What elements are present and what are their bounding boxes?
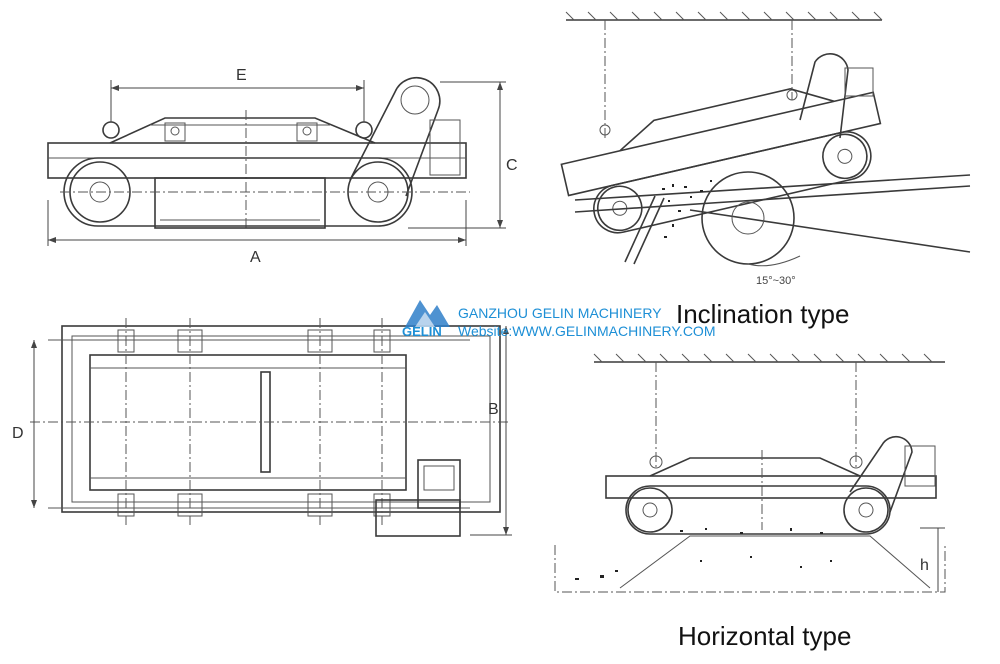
inclination-type-title: Inclination type [676,299,849,329]
dim-c-label: C [506,157,518,174]
company-name-watermark: GANZHOU GELIN MACHINERY [458,305,662,321]
angle-range-label: 15°~30° [756,275,796,287]
plan-view [30,318,512,537]
website-watermark: Website:WWW.GELINMACHINERY.COM [458,323,715,339]
dim-h-label: h [920,557,929,574]
dim-e-label: E [236,67,247,84]
horizontal-type-title: Horizontal type [678,621,851,651]
dim-d-label: D [12,425,24,442]
dim-a-label: A [250,249,261,266]
logo-text: GELIN [402,324,442,339]
gelin-logo [405,300,450,327]
horizontal-type-view [554,353,946,593]
side-elevation-view [47,76,506,246]
inclination-type-view [560,11,971,267]
dim-b-label: B [488,401,499,418]
